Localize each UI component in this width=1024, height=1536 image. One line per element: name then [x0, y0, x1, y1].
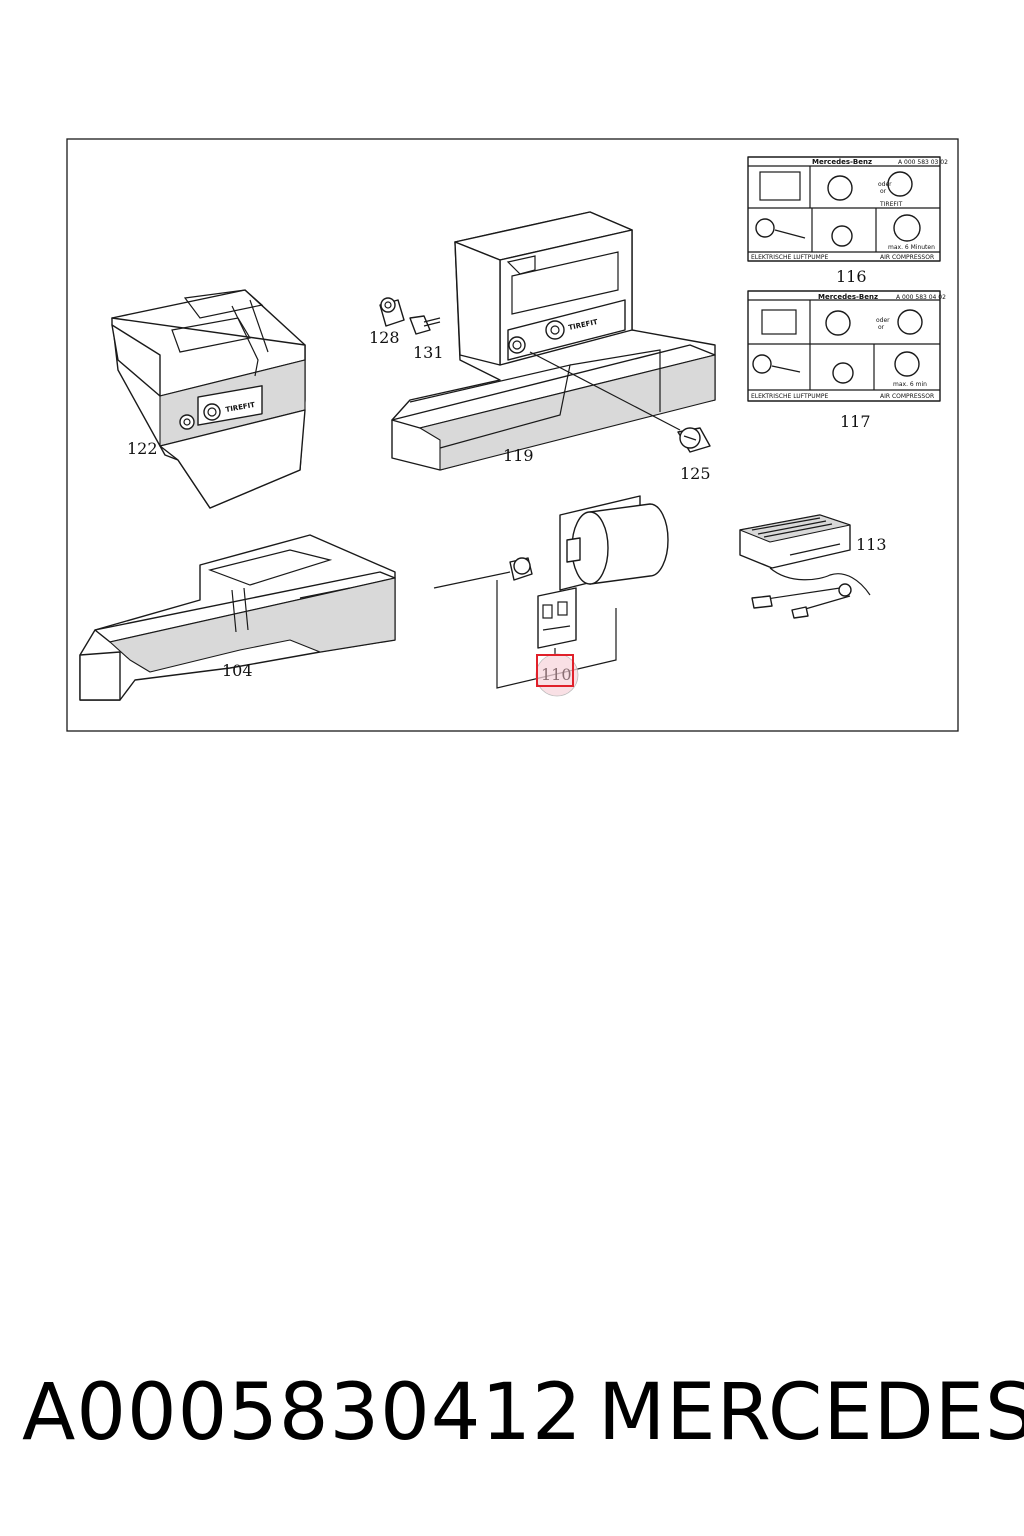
label-117-oder: oder — [876, 317, 890, 324]
callout-116: 116 — [836, 267, 867, 286]
callout-104: 104 — [222, 661, 253, 680]
callout-122: 122 — [127, 439, 158, 458]
label-116-left-footer: ELEKTRISCHE LUFTPUMPE — [751, 254, 828, 261]
callout-125: 125 — [680, 464, 711, 483]
callout-110-highlight-box — [536, 654, 574, 687]
part-113-air-compressor — [739, 514, 871, 619]
label-117-left-footer: ELEKTRISCHE LUFTPUMPE — [751, 393, 828, 400]
label-117-or: or — [878, 324, 885, 331]
footer-part-number: A0005830412 — [22, 1368, 583, 1458]
label-117-code: A 000 583 04 02 — [896, 294, 946, 301]
callout-110: 110 — [541, 665, 572, 684]
footer-brand: MERCEDES — [598, 1368, 1024, 1458]
diagram-svg: TIREFIT 122 TIREFIT 119 128 131 — [66, 138, 959, 732]
label-117-right-footer: AIR COMPRESSOR — [880, 393, 934, 400]
part-119-tray: TIREFIT — [391, 211, 716, 471]
part-122-storage-box: TIREFIT — [111, 289, 306, 509]
label-116-tirefit: TIREFIT — [879, 201, 903, 208]
label-116-or: or — [880, 188, 887, 195]
label-116-brand: Mercedes-Benz — [812, 158, 872, 166]
part-110-sealant-kit — [433, 495, 669, 689]
label-116-minutes: max. 6 Minuten — [888, 244, 935, 251]
callout-119: 119 — [503, 446, 534, 465]
callout-117: 117 — [840, 412, 871, 431]
part-125-knob — [677, 427, 711, 453]
label-117-sticker: Mercedes-Benz A 000 583 04 02 oder or ma… — [747, 290, 946, 402]
label-116-right-footer: AIR COMPRESSOR — [880, 254, 934, 261]
part-104-insert — [79, 534, 396, 701]
label-116-oder: oder — [878, 181, 892, 188]
callout-113: 113 — [856, 535, 887, 554]
label-117-minutes: max. 6 min — [893, 381, 927, 388]
part-128-clip — [379, 297, 405, 327]
callout-128: 128 — [369, 328, 400, 347]
part-131-screw — [409, 315, 441, 335]
label-116-sticker: Mercedes-Benz A 000 583 03 02 oder or TI… — [747, 156, 948, 262]
parts-diagram: TIREFIT 122 TIREFIT 119 128 131 — [0, 0, 1024, 760]
label-116-code: A 000 583 03 02 — [898, 159, 948, 166]
callout-131: 131 — [413, 343, 444, 362]
label-117-brand: Mercedes-Benz — [818, 293, 878, 301]
